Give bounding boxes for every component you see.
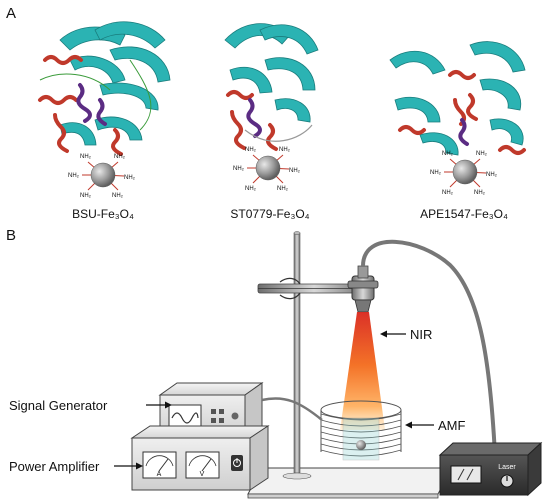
amf-coil bbox=[320, 400, 402, 461]
panel-b-letter: B bbox=[6, 227, 16, 244]
amine-label: NH₂ bbox=[430, 170, 442, 176]
amine-label: NH₂ bbox=[486, 172, 498, 178]
amine-label: NH₂ bbox=[279, 147, 291, 153]
amine-label: NH₂ bbox=[124, 175, 136, 181]
laser-label: Laser bbox=[498, 464, 516, 471]
nir-label: NIR bbox=[410, 327, 432, 342]
signal-generator-callout: Signal Generator bbox=[9, 398, 172, 413]
laser-controller: Laser bbox=[438, 441, 543, 497]
amine-label: NH₂ bbox=[442, 151, 454, 157]
amine-label: NH₂ bbox=[245, 186, 257, 192]
nir-beam bbox=[340, 312, 385, 430]
amine-label: NH₂ bbox=[68, 173, 80, 179]
protein-structure-ape1547 bbox=[389, 41, 526, 156]
protein-structure-st0779 bbox=[224, 23, 319, 151]
laser-display bbox=[450, 465, 482, 484]
protein-label-bsu: BSU-Fe₃O₄ bbox=[72, 207, 134, 221]
base-plate bbox=[247, 467, 453, 499]
amine-label: NH₂ bbox=[277, 186, 289, 192]
amf-callout: AMF bbox=[405, 418, 466, 433]
panel-a-letter: A bbox=[6, 5, 16, 22]
amine-label: NH₂ bbox=[442, 190, 454, 196]
amine-label: NH₂ bbox=[474, 190, 486, 196]
voltmeter bbox=[185, 451, 220, 479]
amf-label: AMF bbox=[438, 418, 466, 433]
protein-label-st0779: ST0779-Fe₃O₄ bbox=[230, 207, 309, 221]
nanoparticle-ape1547: NH₂ NH₂ NH₂ NH₂ NH₂ NH₂ bbox=[430, 151, 498, 196]
power-amplifier-label: Power Amplifier bbox=[9, 459, 100, 474]
amine-label: NH₂ bbox=[289, 168, 301, 174]
power-amplifier: A V bbox=[130, 425, 270, 491]
coil-cable bbox=[261, 397, 323, 421]
nir-callout: NIR bbox=[380, 327, 432, 342]
fiber-cable bbox=[361, 239, 497, 456]
voltmeter-label: V bbox=[200, 471, 205, 478]
amine-label: NH₂ bbox=[112, 193, 124, 199]
protein-label-ape1547: APE1547-Fe₃O₄ bbox=[420, 207, 508, 221]
laser-head bbox=[347, 265, 379, 313]
amine-label: NH₂ bbox=[245, 147, 257, 153]
amine-label: NH₂ bbox=[80, 154, 92, 160]
retort-stand-rod bbox=[282, 231, 312, 480]
nanoparticle-bsu: NH₂ NH₂ NH₂ NH₂ NH₂ NH₂ bbox=[68, 154, 136, 199]
nanoparticle-st0779: NH₂ NH₂ NH₂ NH₂ NH₂ NH₂ bbox=[233, 147, 301, 192]
amine-label: NH₂ bbox=[114, 154, 126, 160]
amine-label: NH₂ bbox=[233, 166, 245, 172]
signal-generator-label: Signal Generator bbox=[9, 398, 108, 413]
ammeter-label: A bbox=[157, 471, 162, 478]
amine-label: NH₂ bbox=[476, 151, 488, 157]
power-amplifier-callout: Power Amplifier bbox=[9, 459, 143, 474]
ammeter bbox=[142, 451, 177, 479]
protein-structure-bsu bbox=[38, 21, 171, 156]
amine-label: NH₂ bbox=[80, 193, 92, 199]
